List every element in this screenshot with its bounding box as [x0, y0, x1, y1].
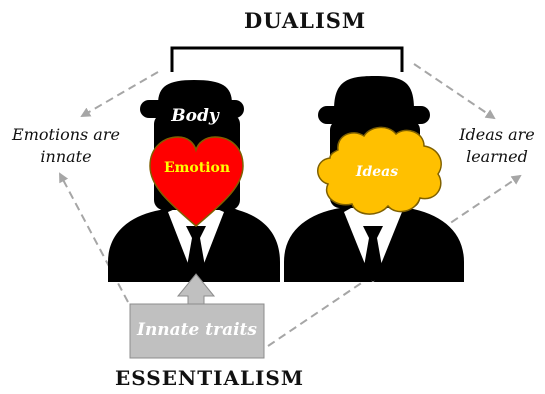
right-hat-crown	[334, 76, 414, 110]
ideas-learned-line2: learned	[466, 147, 528, 166]
left-hat-crown	[158, 80, 232, 104]
emotions-innate-line2: innate	[40, 147, 92, 166]
innate-traits-box	[129, 303, 265, 359]
right-figure	[284, 76, 464, 284]
emotion-label: Emotion	[163, 160, 231, 176]
essentialism-title: ESSENTIALISM	[115, 366, 304, 390]
dualism-title: DUALISM	[244, 8, 367, 33]
emotions-innate-label: Emotions are innate	[6, 124, 126, 168]
left-hat-brim	[140, 100, 244, 118]
arrow-to-emotions-innate	[80, 71, 159, 118]
arrow-essentialism-to-ideas	[267, 174, 522, 347]
cloud-shape	[317, 126, 442, 215]
arrow-essentialism-to-emotions	[59, 172, 129, 303]
innate-traits-label: Innate traits	[137, 320, 257, 340]
left-figure	[108, 80, 280, 284]
dualism-bracket	[170, 46, 404, 72]
right-hat-brim	[318, 106, 430, 124]
ideas-learned-label: Ideas are learned	[452, 124, 542, 168]
emotions-innate-line1: Emotions are	[12, 125, 120, 144]
arrow-to-ideas-learned	[413, 63, 496, 120]
heart-shape	[149, 136, 244, 227]
right-figure-tie	[363, 226, 383, 282]
ideas-label: Ideas	[355, 164, 399, 180]
body-label: Body	[171, 106, 219, 126]
ideas-learned-line1: Ideas are	[459, 125, 535, 144]
left-figure-tie	[186, 226, 206, 282]
